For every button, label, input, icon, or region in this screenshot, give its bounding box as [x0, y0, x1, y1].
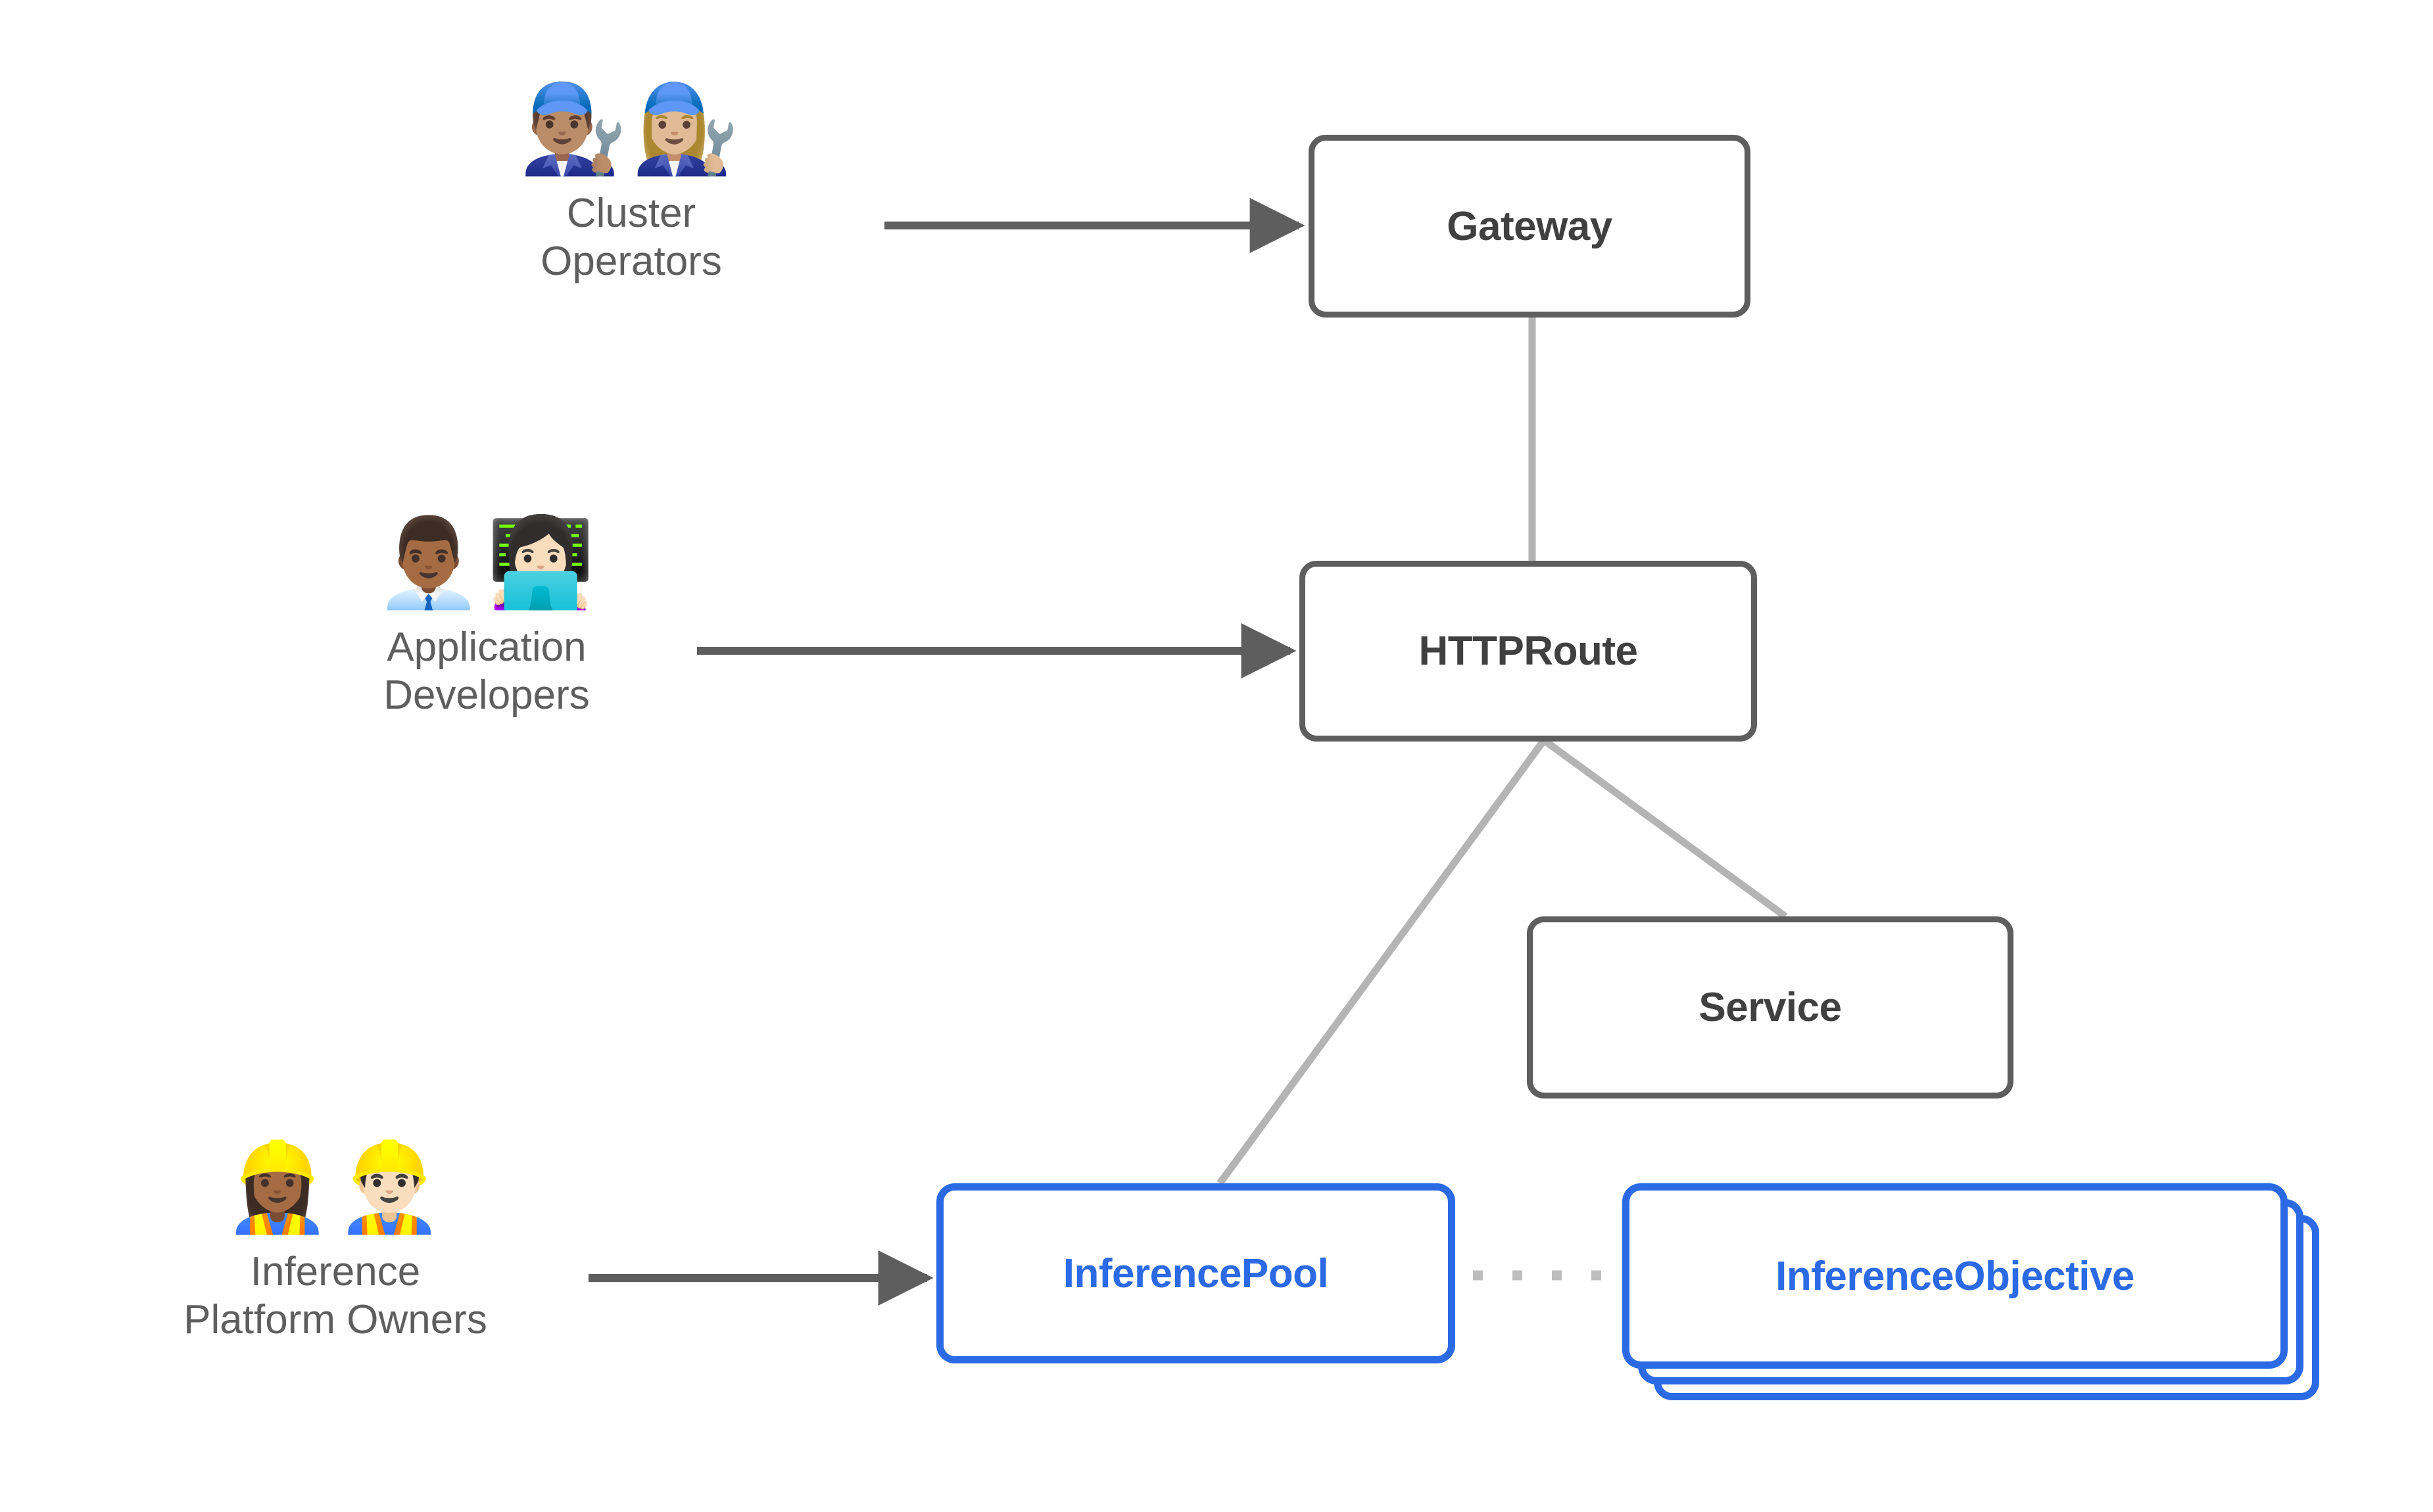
node-inferencepool[interactable]: InferencePool [936, 1183, 1455, 1363]
application-developers-label: Application Developers [383, 625, 590, 719]
node-service[interactable]: Service [1527, 916, 2013, 1099]
node-inferenceobjective[interactable]: InferenceObjective [1622, 1183, 2288, 1369]
node-gateway-label: Gateway [1447, 203, 1612, 249]
edge-httproute-to-service [1541, 737, 1788, 920]
node-httproute[interactable]: HTTPRoute [1299, 561, 1757, 742]
node-inferenceobjective-label: InferenceObjective [1775, 1253, 2134, 1299]
node-service-label: Service [1698, 985, 1842, 1030]
node-inferencepool-label: InferencePool [1063, 1250, 1329, 1296]
actor-cluster-operators: 👨🏽‍🔧👩🏼‍🔧 Cluster Operators [460, 85, 802, 285]
inference-platform-owners-label: Inference Platform Owners [183, 1249, 487, 1343]
node-httproute-label: HTTPRoute [1418, 628, 1638, 674]
node-inferenceobjective-stack[interactable]: InferenceObjective [1622, 1183, 2319, 1400]
node-gateway[interactable]: Gateway [1309, 135, 1750, 318]
cluster-operators-label: Cluster Operators [541, 191, 722, 285]
edge-httproute-to-inferencepool [1216, 738, 1547, 1186]
application-developers-emoji: 👨🏾‍💼👩🏻‍💻 [374, 512, 599, 613]
inference-platform-owners-emoji: 👷🏾‍♀️👷🏻‍♂️ [223, 1137, 448, 1238]
cluster-operators-emoji: 👨🏽‍🔧👩🏼‍🔧 [519, 78, 744, 179]
actor-inference-platform-owners: 👷🏾‍♀️👷🏻‍♂️ Inference Platform Owners [85, 1144, 585, 1344]
actor-application-developers: 👨🏾‍💼👩🏻‍💻 Application Developers [289, 519, 684, 719]
